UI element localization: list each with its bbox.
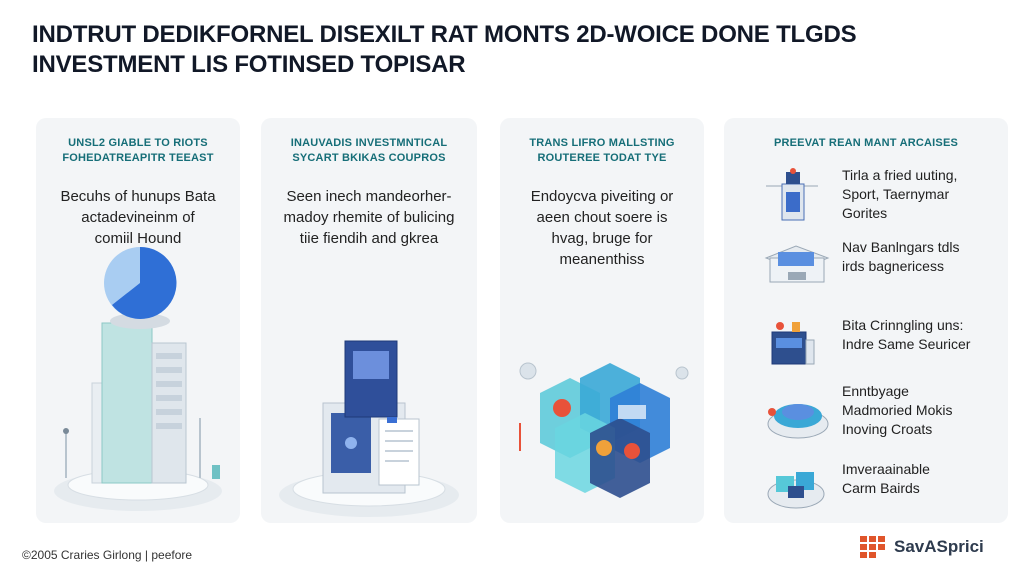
card-body-line: aeen chout soere is xyxy=(536,209,668,226)
card-body-line: actadevineinm of xyxy=(81,209,195,226)
card-heading-line: INAUVADIS INVESTMNTICAL xyxy=(290,137,448,149)
card-body-line: madoy rhemite of bulicing xyxy=(283,209,455,226)
mining-rig-icon xyxy=(764,245,830,283)
page-title: INDTRUT DEDIKFORNEL DISEXILT RAT MONTS 2… xyxy=(32,20,992,80)
card-heading-line: UNSL2 GIABLE TO RIOTS xyxy=(68,137,208,149)
list-item-line: Carm Bairds xyxy=(842,480,920,496)
card-body-line: comiil Hound xyxy=(94,230,182,247)
card-body-line: hvag, bruge for xyxy=(551,230,653,247)
copyright-text: ©2005 Craries Girlong | peefore xyxy=(22,548,193,562)
list-item: Nav Banlngars tdls irds bagnericess xyxy=(752,238,1012,298)
brand-name: SavASprici xyxy=(894,537,984,556)
card-investment: INAUVADIS INVESTMNTICAL SYCART BKIKAS CO… xyxy=(261,118,477,523)
machine-cluster-icon xyxy=(767,472,825,509)
list-item-line: irds bagnericess xyxy=(842,258,944,274)
title-line-1: INDTRUT DEDIKFORNEL DISEXILT RAT MONTS 2… xyxy=(32,21,857,48)
list-item-text: Bita Crinngling uns: Indre Same Seuricer xyxy=(842,316,1017,354)
list-item-line: Gorites xyxy=(842,205,888,221)
block-cluster-illustration xyxy=(519,362,689,498)
list-item-line: Enntbyage xyxy=(842,383,909,399)
card-heading-line: TRANS LIFRO MALLSTING xyxy=(529,137,675,149)
card-trans-life: TRANS LIFRO MALLSTING ROUTEREE TODAT TYE… xyxy=(500,118,704,523)
card-risk-data: UNSL2 GIABLE TO RIOTS FOHEDATREAPITR TEE… xyxy=(36,118,240,523)
card-heading: PREEVAT REAN MANT ARCAISES xyxy=(773,137,959,149)
card-heading: UNSL2 GIABLE TO RIOTS FOHEDATREAPITR TEE… xyxy=(36,136,240,166)
card-list: PREEVAT REAN MANT ARCAISES Tirla a fried… xyxy=(724,118,1008,523)
list-item-line: Tirla a fried uuting, xyxy=(842,167,958,183)
list-item-text: Tirla a fried uuting, Sport, Taernymar G… xyxy=(842,166,1017,223)
card-body-line: Seen inech mandeorher- xyxy=(286,188,452,205)
list-item: Bita Crinngling uns: Indre Same Seuricer xyxy=(752,316,1012,376)
list-item: Enntbyage Madmoried Mokis Inoving Croats xyxy=(752,382,1012,452)
card-heading: INAUVADIS INVESTMNTICAL SYCART BKIKAS CO… xyxy=(261,136,477,166)
brand-logo: SavASprici xyxy=(860,534,984,560)
tower-icon xyxy=(766,168,818,221)
list-item-line: Inoving Croats xyxy=(842,421,933,437)
card-body: Becuhs of hunups Bata actadevineinm of c… xyxy=(36,186,240,249)
card-heading: TRANS LIFRO MALLSTING ROUTEREE TODAT TYE xyxy=(500,136,704,166)
card-body-line: Endoycva piveiting or xyxy=(530,188,674,205)
card-body-line: Becuhs of hunups Bata xyxy=(60,188,216,205)
list-item-line: Nav Banlngars tdls xyxy=(842,239,960,255)
list-item-line: Indre Same Seuricer xyxy=(842,336,971,352)
pie-tower-illustration xyxy=(54,246,222,511)
server-block-icon xyxy=(771,322,815,365)
list-item-text: Imveraainable Carm Bairds xyxy=(842,460,1017,498)
list-item-line: Sport, Taernymar xyxy=(842,186,950,202)
list-item-line: Bita Crinngling uns: xyxy=(842,317,964,333)
list-item-text: Enntbyage Madmoried Mokis Inoving Croats xyxy=(842,382,1017,439)
card-heading-line: SYCART BKIKAS COUPROS xyxy=(292,152,446,164)
brand-grid-icon xyxy=(860,536,885,558)
list-item-line: Madmoried Mokis xyxy=(842,402,953,418)
card-heading-line: ROUTEREE TODAT TYE xyxy=(537,152,667,164)
card-body: Endoycva piveiting or aeen chout soere i… xyxy=(500,186,704,270)
list-item: Imveraainable Carm Bairds xyxy=(752,460,1012,520)
card-heading-line: FOHEDATREAPITR TEEAST xyxy=(62,152,214,164)
list-item: Tirla a fried uuting, Sport, Taernymar G… xyxy=(752,166,1012,226)
card-body: Seen inech mandeorher- madoy rhemite of … xyxy=(261,186,477,249)
card-body-line: meanenthiss xyxy=(559,251,645,268)
card-body-line: tiie fiendih and gkrea xyxy=(299,230,439,247)
disk-platform-icon xyxy=(767,404,829,439)
document-server-illustration xyxy=(279,340,459,517)
list-item-text: Nav Banlngars tdls irds bagnericess xyxy=(842,238,1017,276)
title-line-2: INVESTMENT LIS FOTINSED TOPISAR xyxy=(32,51,466,78)
list-item-line: Imveraainable xyxy=(842,461,930,477)
